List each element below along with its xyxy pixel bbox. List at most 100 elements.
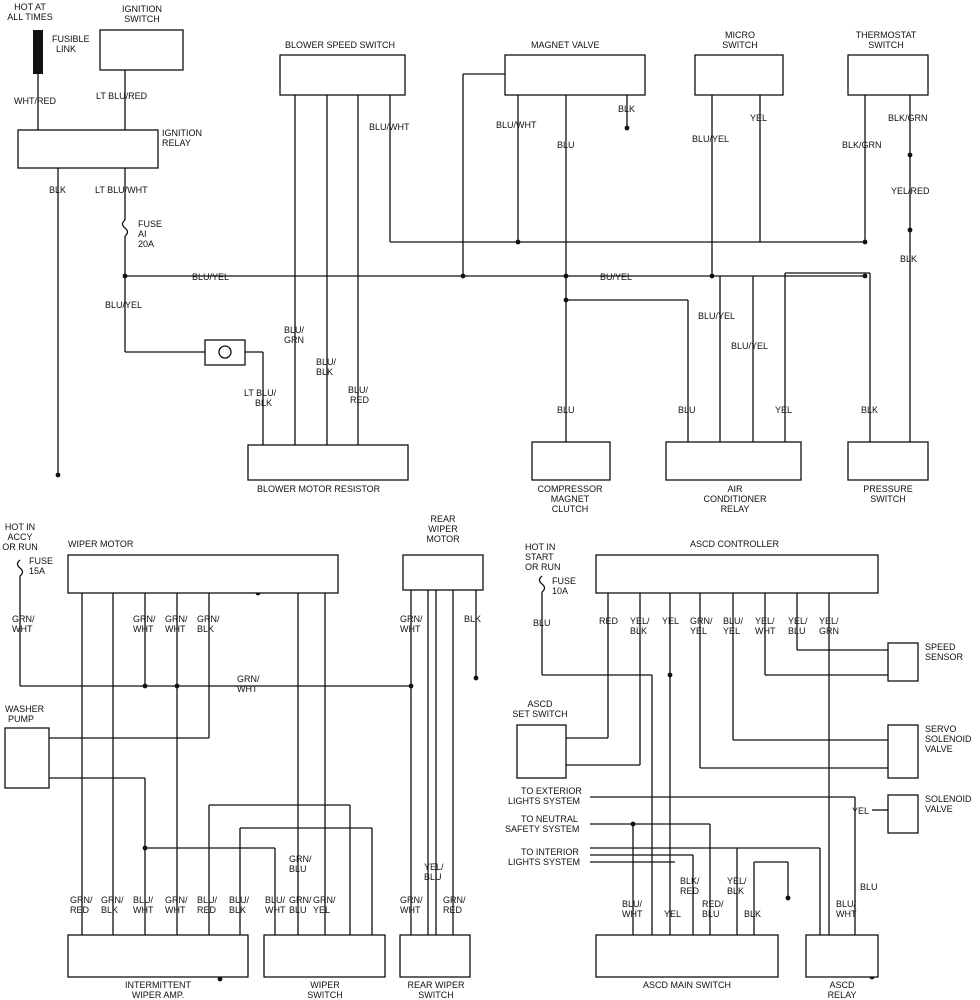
ascd-top-4-label: YEL — [662, 616, 679, 626]
ascd-top-9-label: YEL/GRN — [819, 616, 839, 636]
ignition-switch-box — [99, 29, 184, 71]
compressor-clutch-box — [531, 441, 611, 481]
fusible-link-symbol — [33, 30, 43, 74]
speed-sensor-box — [887, 642, 919, 682]
blu-wht-magnet-label: BLU/WHT — [496, 120, 537, 130]
blu-yel-relay-right-label: BLU/YEL — [731, 341, 768, 351]
blu-yel-left-label: BLU/YEL — [105, 300, 142, 310]
ascd-relay-box — [805, 934, 879, 978]
ascd-junctions — [630, 672, 903, 980]
blu-yel-micro-label: BLU/YEL — [692, 134, 729, 144]
blower-speed-switch-box — [279, 54, 406, 96]
connector-symbol — [218, 345, 232, 359]
blu-compressor-label: BLU — [557, 405, 575, 415]
rear-wiper-motor-box — [402, 554, 484, 591]
yel-solenoid-label: YEL — [852, 806, 869, 816]
wiper-bottom-7-label: BLU/WHT — [265, 895, 286, 915]
ascd-bottom-2-label: YEL — [664, 909, 681, 919]
rear-bottom-2-label: GRN/RED — [443, 895, 466, 915]
ascd-top-8-label: YEL/BLU — [788, 616, 808, 636]
ascd-controller-box — [595, 554, 879, 594]
grn-blk-label: GRN/BLK — [197, 614, 220, 634]
blu-wht-label: BLU/WHT — [369, 122, 410, 132]
yel-micro-label: YEL — [750, 113, 767, 123]
rear-bottom-1-label: GRN/WHT — [400, 895, 423, 915]
grn-wht-mid-label: GRN/WHT — [237, 674, 260, 694]
wiper-wires — [16, 559, 477, 935]
ascd-top-5-label: GRN/YEL — [690, 616, 713, 636]
grn-wht-rear-label: GRN/WHT — [400, 614, 423, 634]
blk-pressure-label: BLK — [900, 254, 917, 264]
wiper-bottom-1-label: GRN/RED — [70, 895, 93, 915]
wiper-bottom-3-label: BLU/WHT — [133, 895, 154, 915]
solenoid-valve-box — [887, 794, 919, 834]
ascd-bottom-5-label: YEL/BLK — [727, 876, 747, 896]
blk-rear-label: BLK — [464, 614, 481, 624]
ascd-wires — [538, 575, 888, 935]
ascd-relay-blu-wht-label: BLU/WHT — [836, 899, 857, 919]
blower-motor-resistor-box — [247, 444, 409, 481]
servo-valve-box — [887, 724, 919, 779]
ascd-main-switch-label: ASCD MAIN SWITCH — [643, 980, 731, 990]
blk-magnet-label: BLK — [618, 104, 635, 114]
yel-red-label: YEL/RED — [891, 186, 930, 196]
wiper-motor-label: WIPER MOTOR — [68, 539, 134, 549]
blu-red-label: BLU/RED — [348, 385, 370, 405]
thermostat-switch-box — [847, 54, 929, 96]
connector-box — [204, 339, 246, 366]
blu-yel-relay-left-label: BLU/YEL — [698, 311, 735, 321]
yel-blu-label: YEL/BLU — [424, 862, 444, 882]
lt-blu-wht-label: LT BLU/WHT — [95, 185, 148, 195]
wiper-bottom-6-label: BLU/BLK — [229, 895, 250, 915]
wht-red-label: WHT/RED — [14, 96, 56, 106]
blk-grn-left-label: BLK/GRN — [842, 140, 882, 150]
blu-yel-main-label: BLU/YEL — [192, 272, 229, 282]
micro-switch-box — [694, 54, 784, 96]
yel-relay-label: YEL — [775, 405, 792, 415]
wiper-bottom-9-label: GRN/YEL — [313, 895, 336, 915]
ascd-controller-label: ASCD CONTROLLER — [690, 539, 780, 549]
magnet-valve-box — [504, 54, 646, 96]
ignition-relay-box — [17, 129, 159, 169]
grn-wht-1-label: GRN/WHT — [133, 614, 156, 634]
ascd-top-1-label: BLU — [533, 618, 551, 628]
bu-yel-label: BU/YEL — [600, 272, 632, 282]
wiper-bottom-2-label: GRN/BLK — [101, 895, 124, 915]
top-wires — [33, 30, 911, 475]
blk-grn-right-label: BLK/GRN — [888, 113, 928, 123]
ac-relay-box — [665, 441, 802, 481]
blu-relay-label: BLU — [678, 405, 696, 415]
magnet-valve-label: MAGNET VALVE — [531, 40, 600, 50]
ascd-top-7-label: YEL/WHT — [755, 616, 776, 636]
ascd-bottom-6-label: BLK — [744, 909, 761, 919]
washer-pump-box — [4, 727, 50, 789]
wiper-bottom-4-label: GRN/WHT — [165, 895, 188, 915]
wiper-motor-box — [67, 554, 339, 594]
blower-speed-switch-label: BLOWER SPEED SWITCH — [285, 40, 395, 50]
blower-motor-resistor-label: BLOWER MOTOR RESISTOR — [257, 484, 381, 494]
